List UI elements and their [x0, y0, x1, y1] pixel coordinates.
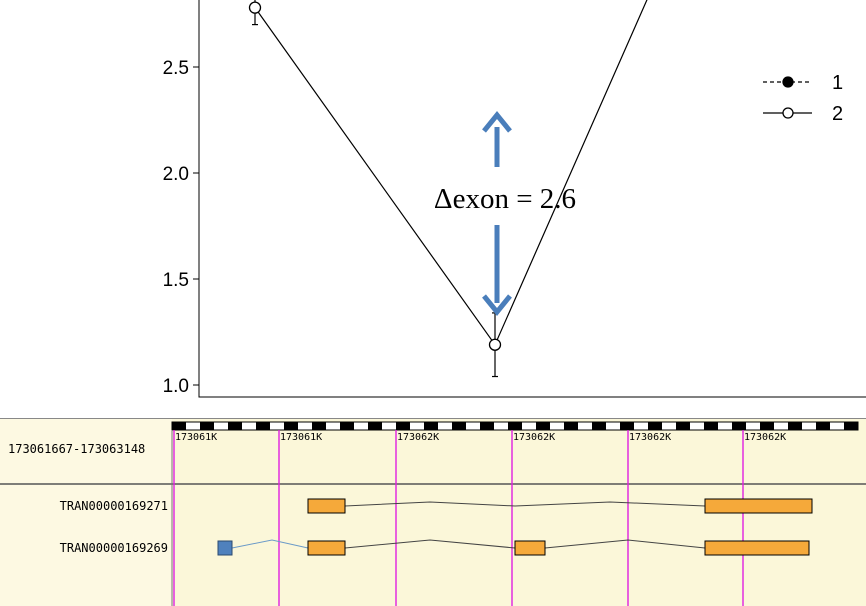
ruler-segment	[200, 422, 214, 430]
ruler-label: 173061K	[175, 432, 217, 443]
legend-label: 2	[832, 103, 843, 125]
legend: 12	[763, 72, 843, 125]
ruler-segment	[424, 422, 438, 430]
ruler-segment	[172, 422, 186, 430]
exon-block	[514, 540, 546, 556]
transcript-label: TRAN00000169271	[60, 499, 168, 513]
transcript-label: TRAN00000169269	[60, 541, 168, 555]
ruler-segment	[312, 422, 326, 430]
ruler-segment	[256, 422, 270, 430]
y-tick-label: 1.5	[163, 270, 189, 291]
ruler: 173061K 173061K 173062K 173062K 173062K 17306…	[171, 421, 859, 606]
ruler-segment	[592, 422, 606, 430]
intron-line	[344, 501, 516, 507]
ruler-segment	[704, 422, 718, 430]
ruler-segment	[452, 422, 466, 430]
ruler-label: 173062K	[629, 432, 671, 443]
y-tick-label: 1.0	[163, 376, 189, 397]
series-layer	[248, 0, 648, 378]
ruler-segment	[788, 422, 802, 430]
y-tick-label: 2.5	[163, 58, 189, 79]
label-column	[0, 418, 172, 606]
intron-line	[544, 539, 706, 549]
intron-line	[514, 501, 706, 507]
ruler-segment	[676, 422, 690, 430]
data-point	[488, 338, 502, 351]
exon-block	[307, 498, 346, 514]
ruler-segment	[284, 422, 298, 430]
y-tick-label: 2.0	[163, 164, 189, 185]
ruler-segment	[536, 422, 550, 430]
ruler-label: 173062K	[744, 432, 786, 443]
ruler-segment	[228, 422, 242, 430]
ruler-label: 173062K	[397, 432, 439, 443]
ruler-segment	[732, 422, 746, 430]
intron-line	[344, 539, 516, 549]
exon-block	[704, 498, 813, 514]
ruler-label: 173061K	[280, 432, 322, 443]
ruler-segment	[564, 422, 578, 430]
legend-marker	[782, 107, 794, 119]
annotation-label: Δexon = 2.6	[434, 183, 576, 215]
ruler-segment	[816, 422, 830, 430]
utr-block	[217, 540, 233, 556]
down-arrow-head	[482, 294, 512, 316]
ruler-segment	[368, 422, 382, 430]
ruler-segment	[844, 422, 858, 430]
ruler-segment	[620, 422, 634, 430]
legend-marker	[782, 76, 794, 88]
region-label: 173061667-173063148	[8, 442, 145, 456]
ruler-segment	[396, 422, 410, 430]
ruler-segment	[760, 422, 774, 430]
intron-line	[231, 539, 309, 549]
ruler-segment	[508, 422, 522, 430]
up-arrow-head	[482, 111, 512, 133]
legend-label: 1	[832, 72, 843, 94]
ruler-segment	[648, 422, 662, 430]
ruler-segment	[480, 422, 494, 430]
chart-axes: 1.01.52.02.53.03.54.04.5	[163, 0, 866, 398]
exon-block	[307, 540, 346, 556]
delta-annotation: Δexon = 2.6	[434, 111, 576, 316]
exon-block	[704, 540, 810, 556]
gene-track: 173061667-173063148 173061K 173061K 173062…	[0, 418, 866, 606]
ruler-segment	[340, 422, 354, 430]
ruler-label: 173062K	[513, 432, 555, 443]
data-point	[248, 1, 262, 14]
plot-frame	[198, 0, 866, 398]
line-chart: 1.01.52.02.53.03.54.04.5 12 Δexon = 2.6	[163, 0, 866, 398]
